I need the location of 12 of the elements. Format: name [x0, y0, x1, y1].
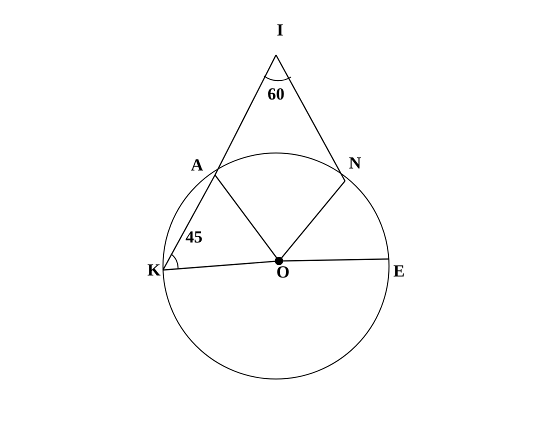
point-label: K [147, 262, 161, 278]
point-label: O [276, 264, 290, 280]
line-segment [275, 54, 346, 182]
angle-label: 45 [186, 228, 202, 246]
point-label: E [393, 262, 405, 280]
line-segment [214, 54, 277, 176]
angle-label: 60 [268, 86, 284, 102]
point-label: A [190, 156, 204, 174]
point-label: N [348, 154, 362, 172]
line-segment [275, 257, 390, 265]
line-segment [162, 174, 216, 270]
point-label: I [276, 22, 284, 38]
